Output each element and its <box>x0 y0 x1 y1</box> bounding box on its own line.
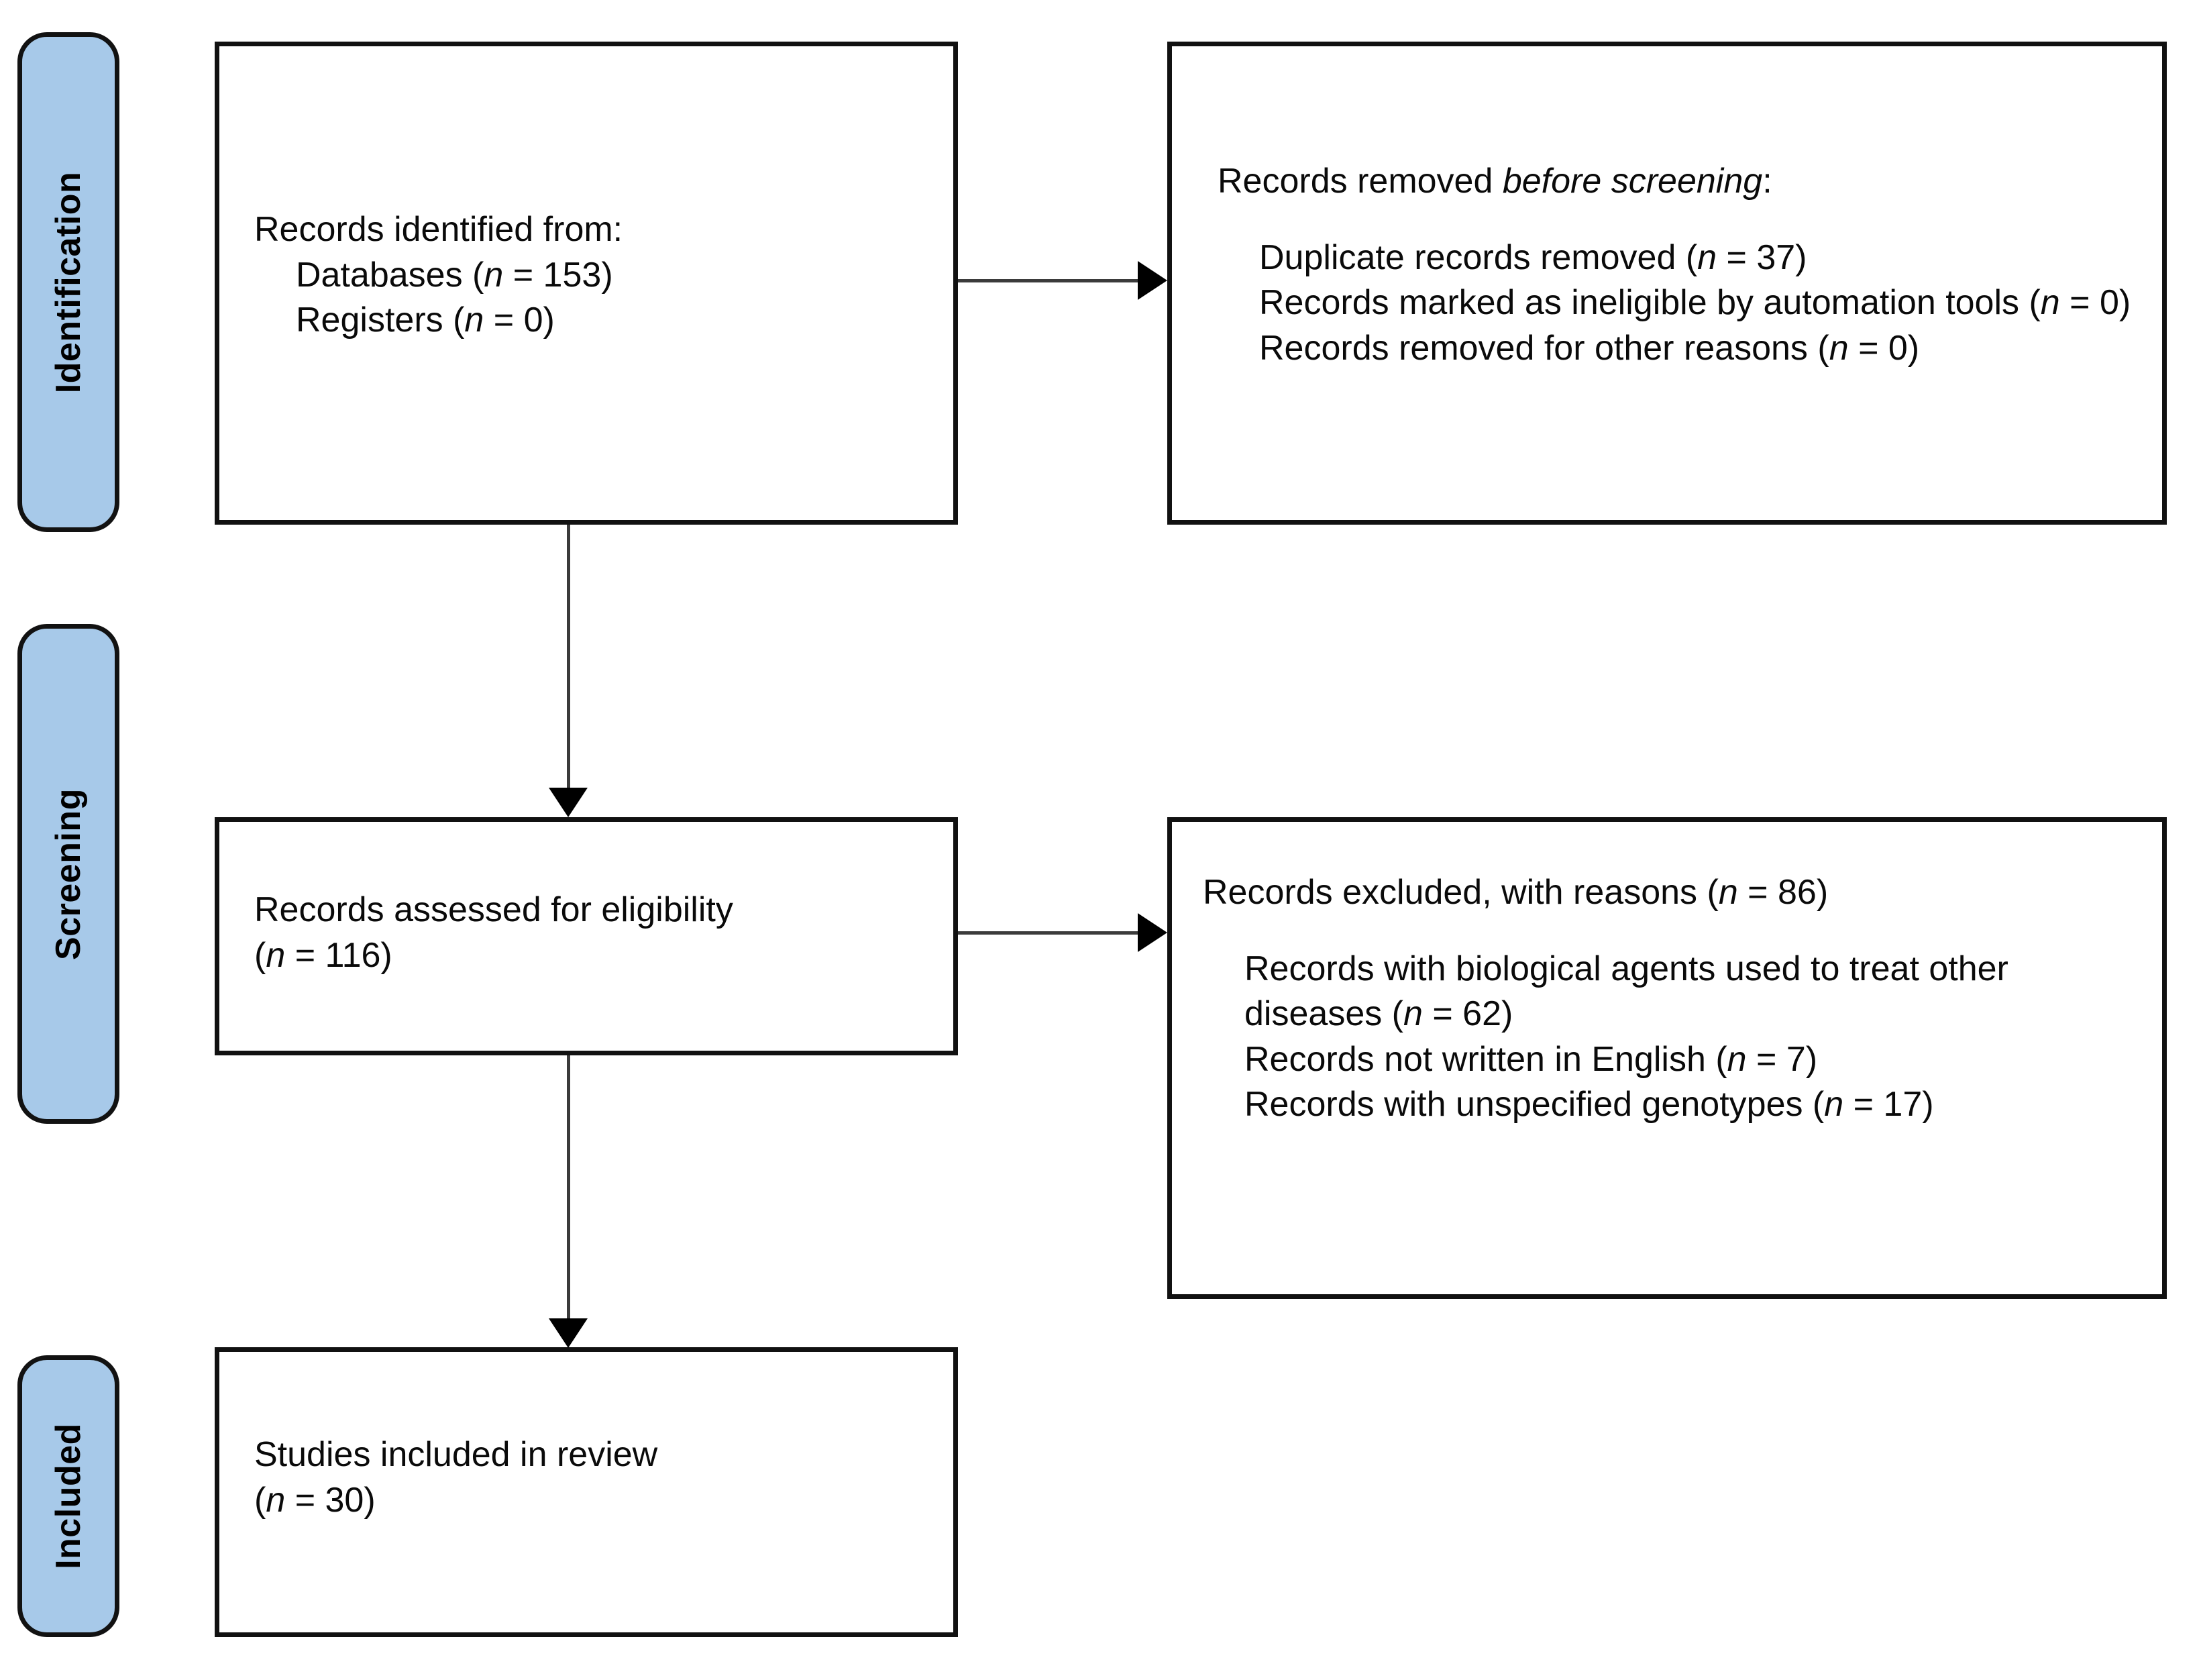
box-records-excluded: Records excluded, with reasons (n = 86) … <box>1167 817 2167 1299</box>
records-identified-line-2: Registers (n = 0) <box>296 301 555 340</box>
connector-identified-to-assessed <box>567 525 570 788</box>
connector-identified-to-removed <box>958 279 1138 282</box>
arrowhead-assessed-to-excluded <box>1138 913 1167 952</box>
records-excluded-item-1: Records not written in English (n = 7) <box>1244 1039 1818 1079</box>
arrowhead-identified-to-removed <box>1138 261 1167 300</box>
records-excluded-item-2: Records with unspecified genotypes (n = … <box>1244 1085 1934 1124</box>
records-removed-item-2: Records removed for other reasons (n = 0… <box>1259 328 1920 368</box>
stage-band-identification: Identification <box>17 32 119 532</box>
records-removed-heading: Records removed before screening: <box>1218 162 1772 201</box>
connector-assessed-to-included <box>567 1055 570 1318</box>
stage-label-identification: Identification <box>49 171 88 393</box>
spacer <box>1218 205 2139 235</box>
studies-included-line-0: Studies included in review <box>254 1435 658 1474</box>
box-records-removed-before-screening: Records removed before screening: Duplic… <box>1167 42 2167 525</box>
stage-band-screening: Screening <box>17 624 119 1124</box>
connector-assessed-to-excluded <box>958 931 1138 935</box>
records-assessed-line-1: (n = 116) <box>254 935 392 975</box>
stage-label-screening: Screening <box>49 788 88 960</box>
records-identified-line-1: Databases (n = 153) <box>296 255 613 295</box>
records-removed-item-1: Records marked as ineligible by automati… <box>1259 283 2131 323</box>
stage-label-included: Included <box>49 1423 88 1569</box>
box-records-assessed-for-eligibility: Records assessed for eligibility (n = 11… <box>215 817 958 1055</box>
box-records-identified: Records identified from: Databases (n = … <box>215 42 958 525</box>
records-identified-line-0: Records identified from: <box>254 210 623 249</box>
records-removed-item-0: Duplicate records removed (n = 37) <box>1259 238 1807 277</box>
stage-band-included: Included <box>17 1355 119 1637</box>
records-excluded-item-0: Records with biological agents used to t… <box>1244 949 2008 1034</box>
spacer <box>1203 916 2139 947</box>
studies-included-line-1: (n = 30) <box>254 1480 376 1520</box>
records-assessed-line-0: Records assessed for eligibility <box>254 890 733 929</box>
arrowhead-identified-to-assessed <box>549 788 588 817</box>
box-studies-included-in-review: Studies included in review (n = 30) <box>215 1347 958 1637</box>
arrowhead-assessed-to-included <box>549 1318 588 1348</box>
records-excluded-heading: Records excluded, with reasons (n = 86) <box>1203 873 1829 912</box>
